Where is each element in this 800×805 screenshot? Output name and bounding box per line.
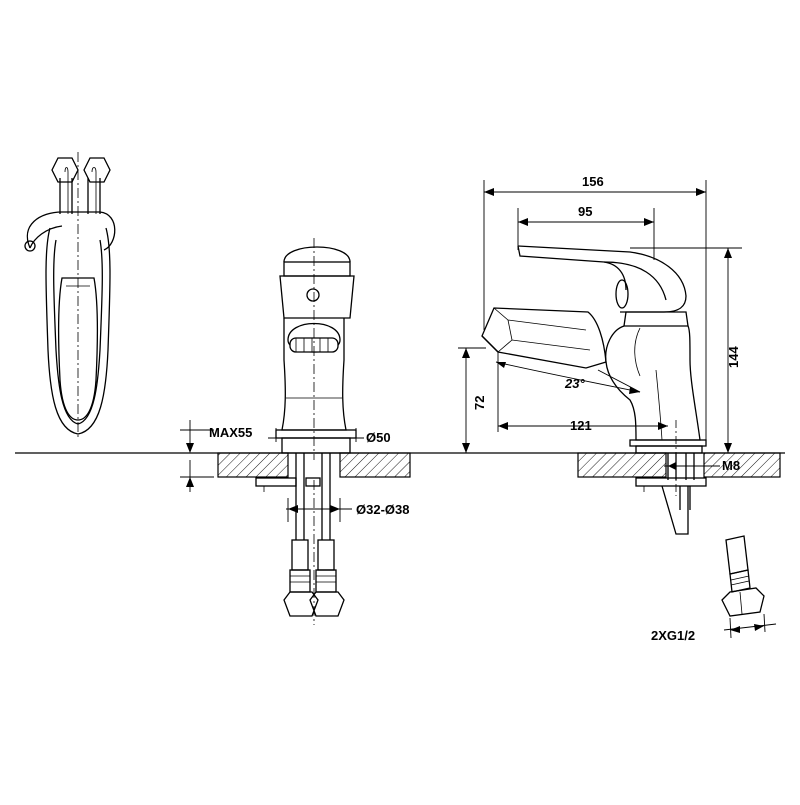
label-144: 144 — [726, 346, 741, 368]
dimension-95: 95 — [517, 204, 655, 260]
dimension-156: 156 — [483, 174, 707, 440]
label-hose-connection: 2XG1/2 — [651, 628, 695, 643]
label-angle-23: 23° — [564, 376, 585, 391]
label-72: 72 — [472, 396, 487, 410]
side-view — [481, 245, 781, 535]
label-m8: M8 — [722, 458, 740, 473]
dimension-angle-23: 23° — [495, 361, 641, 394]
label-95: 95 — [578, 204, 592, 219]
dimension-144: 144 — [630, 247, 742, 454]
hose-detail: 2XG1/2 — [651, 535, 777, 643]
label-max55: MAX55 — [209, 425, 252, 440]
dimension-max55: MAX55 — [180, 420, 252, 492]
label-hole-diameter: Ø32-Ø38 — [356, 502, 409, 517]
dimension-72: 72 — [458, 347, 487, 453]
dimension-diameter-50: Ø50 — [268, 428, 391, 445]
dimension-m8: M8 — [664, 458, 740, 473]
label-121: 121 — [570, 418, 592, 433]
top-view — [24, 152, 116, 440]
front-view — [217, 238, 411, 625]
dimension-121: 121 — [497, 352, 668, 433]
label-diameter-50: Ø50 — [366, 430, 391, 445]
label-156: 156 — [582, 174, 604, 189]
dimension-hole-diameter: Ø32-Ø38 — [286, 498, 409, 522]
